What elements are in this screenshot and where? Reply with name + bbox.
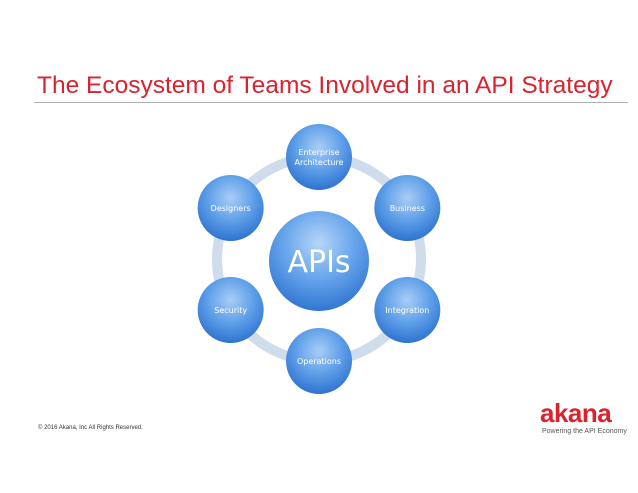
akana-logo: akana Powering the API Economy <box>520 398 630 438</box>
copyright-footer: © 2016 Akana, Inc All Rights Reserved. <box>38 425 143 431</box>
node-label: Enterprise <box>298 148 339 157</box>
slide-title: The Ecosystem of Teams Involved in an AP… <box>37 72 613 99</box>
node-label: Business <box>390 204 425 213</box>
node-circle <box>197 277 264 343</box>
node-label: Security <box>214 306 247 315</box>
node-label: Designers <box>211 204 251 213</box>
node-business: Business <box>374 175 441 241</box>
logo-tagline: Powering the API Economy <box>542 428 627 435</box>
title-divider <box>34 102 628 103</box>
logo-wordmark: akana <box>540 398 612 428</box>
node-circle <box>197 175 264 241</box>
center-label: APIs <box>287 245 350 280</box>
node-designers: Designers <box>197 175 264 241</box>
node-circle <box>286 124 352 190</box>
node-label: Architecture <box>295 158 344 167</box>
node-circle <box>374 175 441 241</box>
node-integration: Integration <box>374 277 441 343</box>
node-operations: Operations <box>286 328 352 394</box>
node-label: Integration <box>385 306 429 315</box>
center-node: APIs <box>269 211 369 311</box>
node-security: Security <box>197 277 264 343</box>
node-circle <box>374 277 441 343</box>
node-label: Operations <box>297 357 341 366</box>
node-circle <box>286 328 352 394</box>
